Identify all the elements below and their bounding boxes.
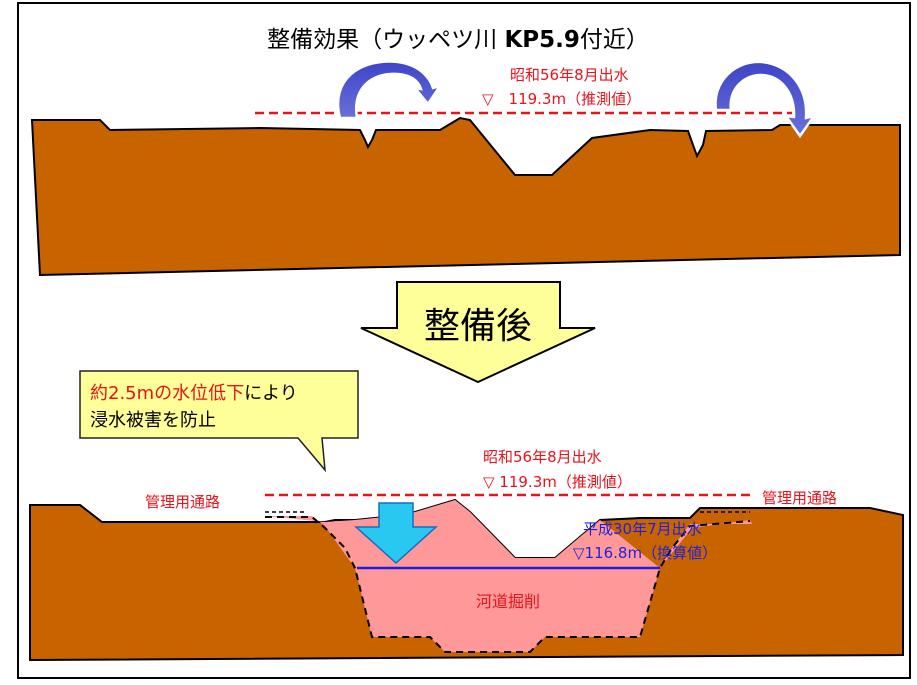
overflow-arrow-right-icon	[714, 60, 817, 139]
ground-cross-section-before	[30, 116, 901, 277]
management-road-right-label: 管理用通路	[762, 489, 837, 507]
page-title: 整備効果（ウッペツ川 KP5.9付近）	[267, 27, 649, 53]
flood-label-before: 昭和56年8月出水	[510, 66, 629, 84]
new-flood-level: ▽116.8m（換算値）	[573, 544, 717, 562]
callout-box	[79, 370, 359, 473]
flood-label-after: 昭和56年8月出水	[483, 448, 602, 466]
flood-level-before: ▽ 119.3m（推測値）	[482, 90, 641, 108]
water-level-drop-arrow-icon	[354, 502, 438, 565]
callout-line-1: 約2.5mの水位低下により	[90, 383, 298, 404]
new-flood-label: 平成30年7月出水	[583, 520, 702, 538]
callout-line-2: 浸水被害を防止	[90, 410, 216, 431]
management-road-left-label: 管理用通路	[145, 493, 220, 511]
overflow-arrow-left-icon	[336, 60, 443, 120]
excavation-outline	[265, 516, 751, 653]
after-improvement-arrow	[360, 281, 596, 384]
flood-level-after: ▽ 119.3m（推測値）	[483, 473, 632, 491]
excavation-label: 河道掘削	[476, 592, 540, 611]
after-improvement-label: 整備後	[424, 306, 532, 347]
